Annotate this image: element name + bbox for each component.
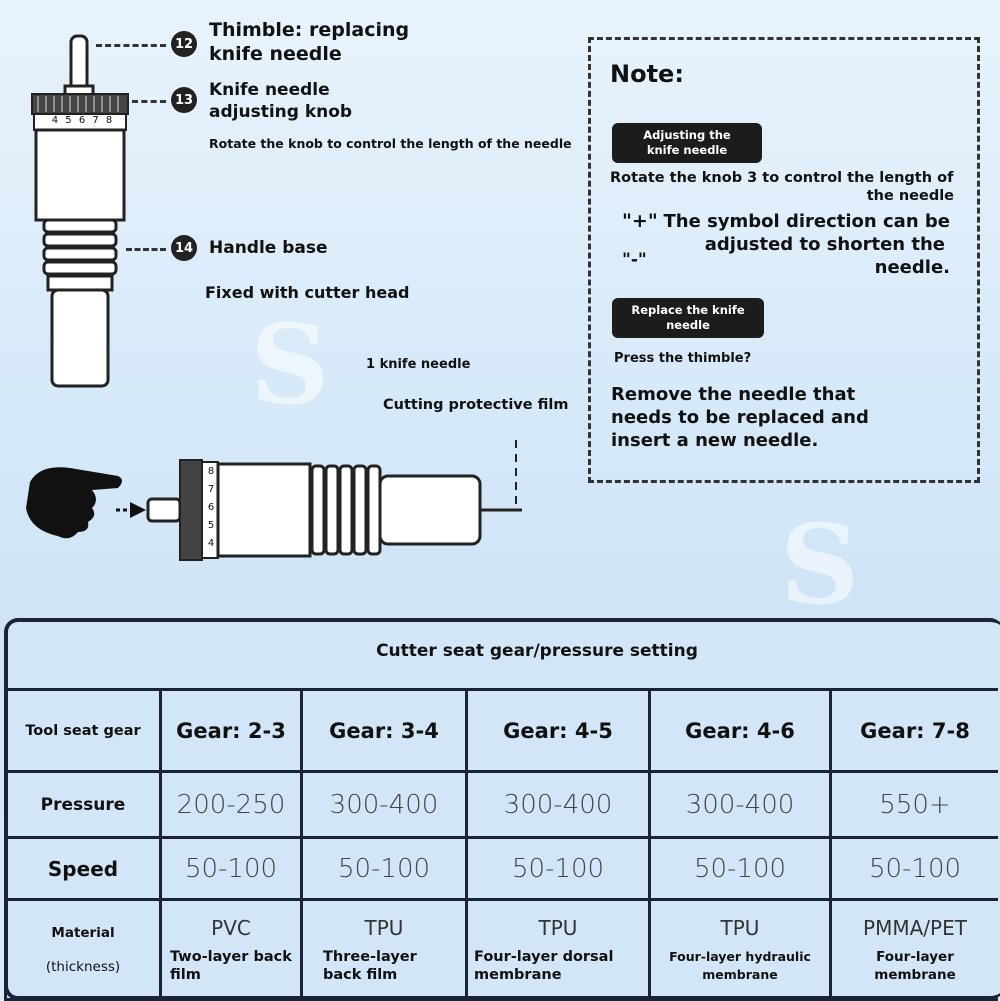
pressure-cell: 200-250 bbox=[159, 770, 303, 839]
note-text4-line3: insert a new needle. bbox=[611, 430, 819, 451]
material-desc: Four-layer dorsal membrane bbox=[474, 948, 614, 983]
material-name: TPU bbox=[538, 915, 578, 940]
gear-cell: Gear: 2-3 bbox=[159, 688, 303, 773]
speed-cell: 50-100 bbox=[300, 836, 468, 901]
pressure-cell: 300-400 bbox=[465, 770, 651, 839]
knob-scale-top: 4 5 6 7 8 bbox=[51, 115, 115, 126]
scale-mark: 8 bbox=[207, 466, 215, 477]
scale-mark: 6 bbox=[207, 502, 215, 513]
handle-base-description: Fixed with cutter head bbox=[205, 283, 410, 302]
table-title: Cutter seat gear/pressure setting bbox=[376, 641, 698, 661]
cutting-film-label: Cutting protective film bbox=[383, 397, 569, 413]
watermark-logo: S bbox=[780, 500, 860, 629]
thimble-title-line2: knife needle bbox=[209, 43, 342, 65]
table-row-gear: Tool seat gear Gear: 2-3 Gear: 3-4 Gear:… bbox=[4, 688, 998, 773]
material-cell: TPU Four-layer dorsal membrane bbox=[465, 898, 651, 1001]
material-cell: PMMA/PET Four-layer membrane bbox=[829, 898, 998, 1001]
handle-base-title: Handle base bbox=[209, 238, 328, 258]
pressure-cell: 300-400 bbox=[300, 770, 468, 839]
plus-symbol: "+" bbox=[622, 210, 658, 232]
row-label-speed: Speed bbox=[4, 836, 162, 901]
material-cell: PVC Two-layer back film bbox=[159, 898, 303, 1001]
gear-cell: Gear: 7-8 bbox=[829, 688, 998, 773]
row-label-gear: Tool seat gear bbox=[4, 688, 162, 773]
material-desc: Four-layer hydraulic membrane bbox=[669, 948, 811, 982]
table-row-material: Material (thickness) PVC Two-layer back … bbox=[4, 898, 998, 1001]
callout-line bbox=[132, 100, 166, 103]
material-label: Material bbox=[51, 924, 115, 941]
material-cell: TPU Four-layer hydraulic membrane bbox=[648, 898, 832, 1001]
speed-cell: 50-100 bbox=[465, 836, 651, 901]
knife-holder-vertical-illustration bbox=[31, 34, 129, 388]
note-text1-line1: Rotate the knob 3 to control the length … bbox=[610, 170, 954, 186]
thickness-label: (thickness) bbox=[45, 958, 121, 975]
note-text3: Press the thimble? bbox=[614, 351, 752, 366]
knife-needle-label: 1 knife needle bbox=[366, 357, 471, 372]
material-desc: Four-layer membrane bbox=[874, 948, 956, 983]
note-text4-line1: Remove the needle that bbox=[611, 384, 856, 405]
note-text2-line1: The symbol direction can be bbox=[663, 211, 950, 232]
table-row-speed: Speed 50-100 50-100 50-100 50-100 50-100 bbox=[4, 836, 998, 901]
material-name: TPU bbox=[720, 915, 760, 940]
knob-description: Rotate the knob to control the length of… bbox=[209, 136, 572, 151]
knob-title-line2: adjusting knob bbox=[209, 102, 353, 122]
callout-line bbox=[126, 248, 166, 251]
table-row-pressure: Pressure 200-250 300-400 300-400 300-400… bbox=[4, 770, 998, 839]
note-text2-line2: adjusted to shorten the bbox=[704, 234, 945, 255]
gear-pressure-table: Tool seat gear Gear: 2-3 Gear: 3-4 Gear:… bbox=[4, 688, 998, 1001]
material-desc: Two-layer back film bbox=[170, 948, 292, 983]
scale-mark: 5 bbox=[207, 520, 215, 531]
material-name: TPU bbox=[364, 915, 404, 940]
note-tag-adjust: Adjusting the knife needle bbox=[612, 123, 762, 163]
watermark-logo: S bbox=[250, 300, 330, 429]
note-tag-replace: Replace the knife needle bbox=[612, 298, 764, 338]
note-text1-line2: the needle bbox=[866, 188, 954, 204]
callout-badge-14: 14 bbox=[171, 235, 197, 261]
note-box bbox=[588, 37, 980, 483]
knob-title-line1: Knife needle bbox=[209, 80, 330, 100]
knife-holder-horizontal-illustration bbox=[26, 440, 522, 561]
gear-cell: Gear: 3-4 bbox=[300, 688, 468, 773]
speed-cell: 50-100 bbox=[829, 836, 998, 901]
gear-cell: Gear: 4-5 bbox=[465, 688, 651, 773]
row-label-pressure: Pressure bbox=[4, 770, 162, 839]
material-desc: Three-layer back film bbox=[323, 948, 417, 983]
callout-line bbox=[96, 44, 166, 47]
pressure-cell: 300-400 bbox=[648, 770, 832, 839]
material-name: PMMA/PET bbox=[863, 915, 967, 940]
scale-mark: 4 bbox=[207, 538, 215, 549]
row-label-material: Material (thickness) bbox=[4, 898, 162, 1001]
material-cell: TPU Three-layer back film bbox=[300, 898, 468, 1001]
note-heading: Note: bbox=[610, 60, 684, 88]
callout-badge-12: 12 bbox=[171, 31, 197, 57]
knob-scale-side: 8 7 6 5 4 bbox=[204, 463, 218, 553]
pressure-cell: 550+ bbox=[829, 770, 998, 839]
speed-cell: 50-100 bbox=[648, 836, 832, 901]
scale-mark: 7 bbox=[207, 484, 215, 495]
gear-cell: Gear: 4-6 bbox=[648, 688, 832, 773]
note-text4-line2: needs to be replaced and bbox=[611, 407, 869, 428]
note-text2-line3: needle. bbox=[874, 257, 950, 278]
minus-symbol: "-" bbox=[622, 250, 647, 270]
thimble-title-line1: Thimble: replacing bbox=[209, 19, 410, 41]
callout-badge-13: 13 bbox=[171, 87, 197, 113]
speed-cell: 50-100 bbox=[159, 836, 303, 901]
material-name: PVC bbox=[211, 915, 251, 940]
